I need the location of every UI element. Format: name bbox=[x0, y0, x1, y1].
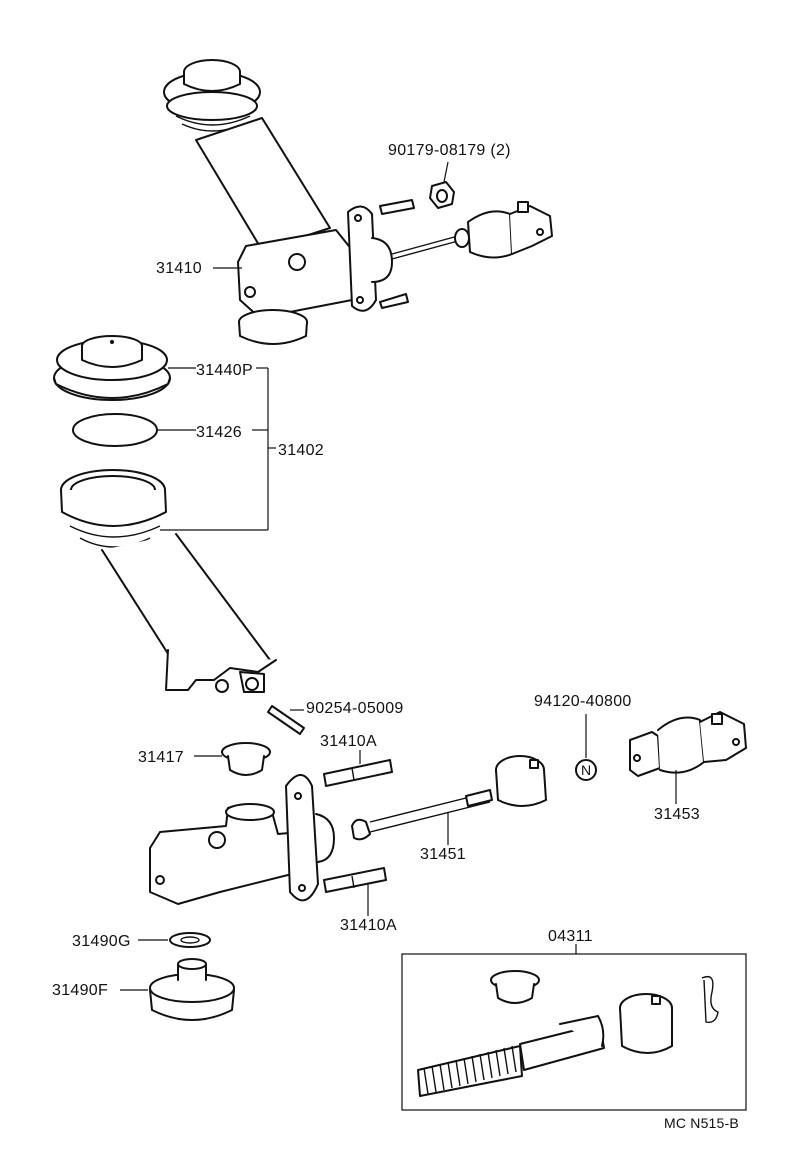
label-31410a-lower: 31410A bbox=[340, 917, 397, 934]
union-drawing bbox=[149, 958, 235, 1021]
cylinder-body-drawing bbox=[149, 774, 335, 905]
label-31402: 31402 bbox=[278, 442, 324, 459]
label-31417: 31417 bbox=[138, 749, 184, 766]
reservoir-cap-drawing bbox=[53, 335, 171, 401]
repair-kit-parts-drawing bbox=[417, 970, 719, 1097]
grommet-drawing bbox=[221, 742, 271, 776]
nut-90179-drawing bbox=[429, 181, 455, 209]
label-04311: 04311 bbox=[548, 928, 593, 945]
repair-kit-box bbox=[401, 944, 747, 1111]
label-31410a-upper: 31410A bbox=[320, 733, 377, 750]
master-cylinder-assembly-drawing bbox=[163, 59, 553, 345]
label-31451: 31451 bbox=[420, 846, 466, 863]
label-90254: 90254-05009 bbox=[306, 700, 404, 717]
gasket-drawing bbox=[169, 932, 211, 948]
stud-upper-drawing bbox=[323, 759, 393, 787]
boot-drawing bbox=[495, 755, 547, 807]
bracket-31402 bbox=[160, 367, 276, 531]
label-31410: 31410 bbox=[156, 260, 202, 277]
label-31490f: 31490F bbox=[52, 982, 108, 999]
label-31453: 31453 bbox=[654, 806, 700, 823]
diaphragm-drawing bbox=[72, 413, 158, 447]
label-31440p: 31440P bbox=[196, 362, 253, 379]
reference-code: MC N515-B bbox=[664, 1115, 739, 1131]
label-31490g: 31490G bbox=[72, 933, 131, 950]
label-94120: 94120-40800 bbox=[534, 693, 632, 710]
label-nut-90179: 90179-08179 (2) bbox=[388, 142, 511, 159]
reservoir-tank-drawing bbox=[60, 469, 277, 693]
nut-marker: N bbox=[581, 762, 591, 778]
label-31426: 31426 bbox=[196, 424, 242, 441]
clevis-drawing bbox=[629, 711, 747, 777]
push-rod-drawing bbox=[351, 789, 493, 841]
stud-lower-drawing bbox=[323, 867, 387, 893]
pin-drawing bbox=[267, 705, 305, 735]
nut-n-drawing: N bbox=[575, 759, 597, 781]
